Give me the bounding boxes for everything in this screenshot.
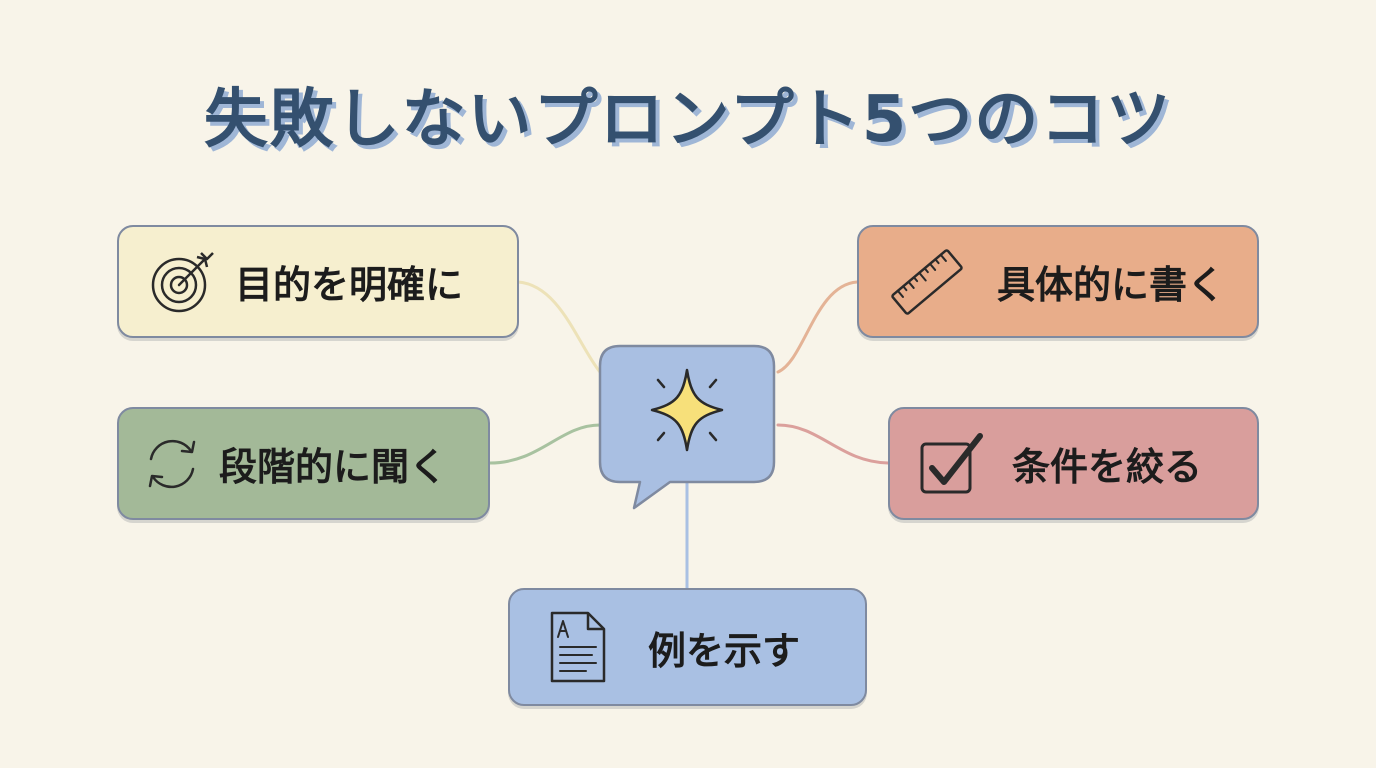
tip-card-narrow-conditions: 条件を絞る bbox=[888, 407, 1259, 520]
tip-card-be-specific: 具体的に書く bbox=[857, 225, 1259, 338]
sparkle-star-icon bbox=[650, 368, 724, 452]
tip-label: 例を示す bbox=[648, 628, 801, 673]
tip-label: 段階的に聞く bbox=[219, 445, 448, 489]
tip-label: 条件を絞る bbox=[1012, 445, 1203, 489]
refresh-icon bbox=[141, 433, 203, 495]
tip-card-clear-goal: 目的を明確に bbox=[117, 225, 519, 338]
page-title: 失敗しないプロンプト5つのコツ bbox=[203, 83, 1173, 157]
checkbox-icon bbox=[918, 430, 986, 498]
connector-ruler bbox=[776, 280, 859, 374]
target-icon bbox=[149, 249, 215, 315]
ruler-icon bbox=[889, 244, 965, 320]
connector-checkbox bbox=[776, 423, 890, 465]
connector-refresh bbox=[488, 423, 602, 465]
tip-label: 具体的に書く bbox=[997, 263, 1226, 307]
connector-target bbox=[516, 280, 602, 374]
center-speech-bubble bbox=[598, 344, 776, 510]
tip-card-ask-step-by-step: 段階的に聞く bbox=[117, 407, 490, 520]
document-icon bbox=[546, 609, 610, 685]
tip-label: 目的を明確に bbox=[235, 263, 464, 307]
tip-card-show-examples: 例を示す bbox=[508, 588, 867, 706]
